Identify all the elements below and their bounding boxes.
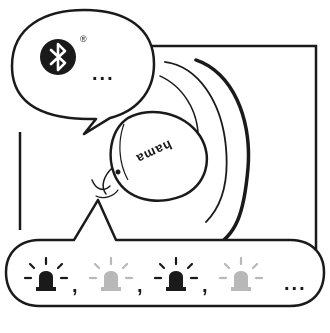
earbud-led <box>116 170 121 175</box>
sequence-separator: , <box>202 275 208 297</box>
sequence-separator: , <box>72 275 78 297</box>
sequence-separator: , <box>137 275 143 297</box>
bottom-bubble-ellipsis: ... <box>284 273 307 295</box>
light-base <box>101 287 121 291</box>
light-dome <box>169 271 183 287</box>
light-dome <box>104 271 118 287</box>
ear-lobe <box>92 180 110 189</box>
light-base <box>36 287 56 291</box>
earbud: hama <box>111 112 207 201</box>
light-base <box>231 287 251 291</box>
bluetooth-icon <box>40 39 76 75</box>
bottom-bubble: ,,, ... <box>6 200 324 306</box>
ear-tragus <box>103 168 112 194</box>
light-dome <box>234 271 248 287</box>
top-bubble-ellipsis: ... <box>92 63 115 85</box>
ear-fold <box>96 190 118 198</box>
light-base <box>166 287 186 291</box>
light-dome <box>39 271 53 287</box>
registered-mark: ® <box>80 34 87 44</box>
